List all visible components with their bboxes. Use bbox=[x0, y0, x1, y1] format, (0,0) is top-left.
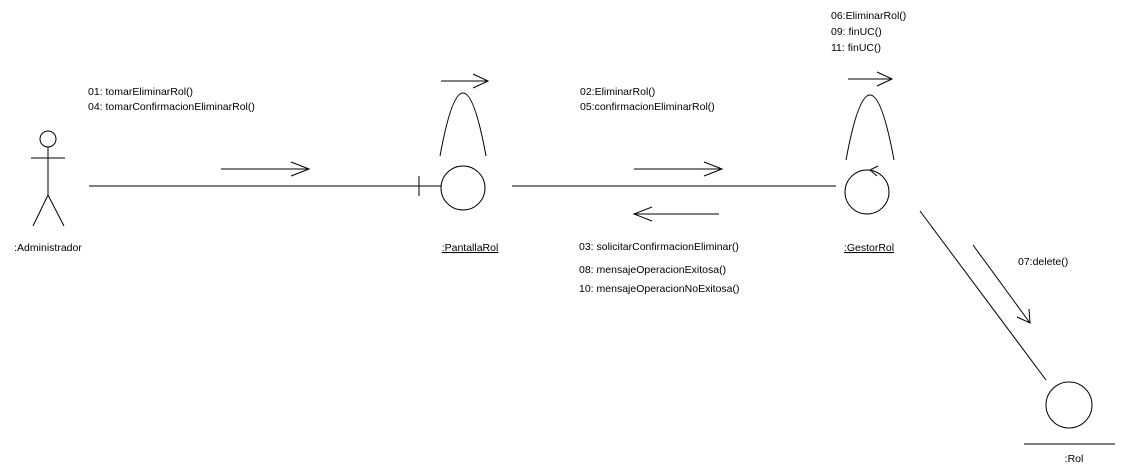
self-link-pantallarol bbox=[439, 92, 487, 157]
boundary-circle bbox=[440, 165, 486, 211]
boundary-label: :PantallaRol bbox=[442, 242, 499, 254]
actor-head bbox=[39, 130, 57, 148]
message-arrow-actor-to-boundary bbox=[221, 161, 311, 177]
message-arrow-control-to-entity bbox=[972, 244, 1031, 324]
message-07: 07:delete() bbox=[1018, 256, 1068, 268]
entity-circle bbox=[1045, 381, 1093, 429]
control-label: :GestorRol bbox=[844, 242, 894, 254]
message-arrow-boundary-to-control bbox=[634, 161, 724, 177]
message-05: 05:confirmacionEliminarRol() bbox=[580, 101, 715, 113]
actor-label: :Administrador bbox=[14, 242, 82, 254]
message-08: 08: mensajeOperacionExitosa() bbox=[579, 264, 726, 276]
message-10: 10: mensajeOperacionNoExitosa() bbox=[579, 283, 740, 295]
control-arrowhead bbox=[869, 165, 879, 177]
message-11: 11: finUC() bbox=[831, 42, 881, 54]
self-message-arrow-gestorrol bbox=[848, 71, 894, 87]
message-01: 01: tomarEliminarRol() bbox=[88, 86, 193, 98]
control-object-gestorrol bbox=[844, 165, 890, 215]
actor-administrador bbox=[31, 130, 65, 227]
message-03: 03: solicitarConfirmacionEliminar() bbox=[579, 241, 739, 253]
message-02: 02:EliminarRol() bbox=[580, 86, 655, 98]
message-arrow-control-to-boundary bbox=[632, 206, 719, 222]
link-control-entity bbox=[919, 210, 1047, 381]
message-09: 09: finUC() bbox=[831, 26, 882, 38]
entity-object-rol bbox=[1024, 381, 1115, 445]
boundary-object-pantallarol bbox=[418, 165, 486, 211]
actor-left-leg bbox=[32, 194, 49, 227]
control-circle bbox=[844, 169, 890, 215]
entity-label: :Rol bbox=[1065, 453, 1084, 465]
message-04: 04: tomarConfirmacionEliminarRol() bbox=[88, 101, 255, 113]
message-06: 06:EliminarRol() bbox=[831, 10, 906, 22]
actor-right-leg bbox=[47, 194, 65, 227]
self-message-arrow-pantallarol bbox=[441, 73, 490, 89]
self-link-gestorrol bbox=[845, 94, 895, 161]
